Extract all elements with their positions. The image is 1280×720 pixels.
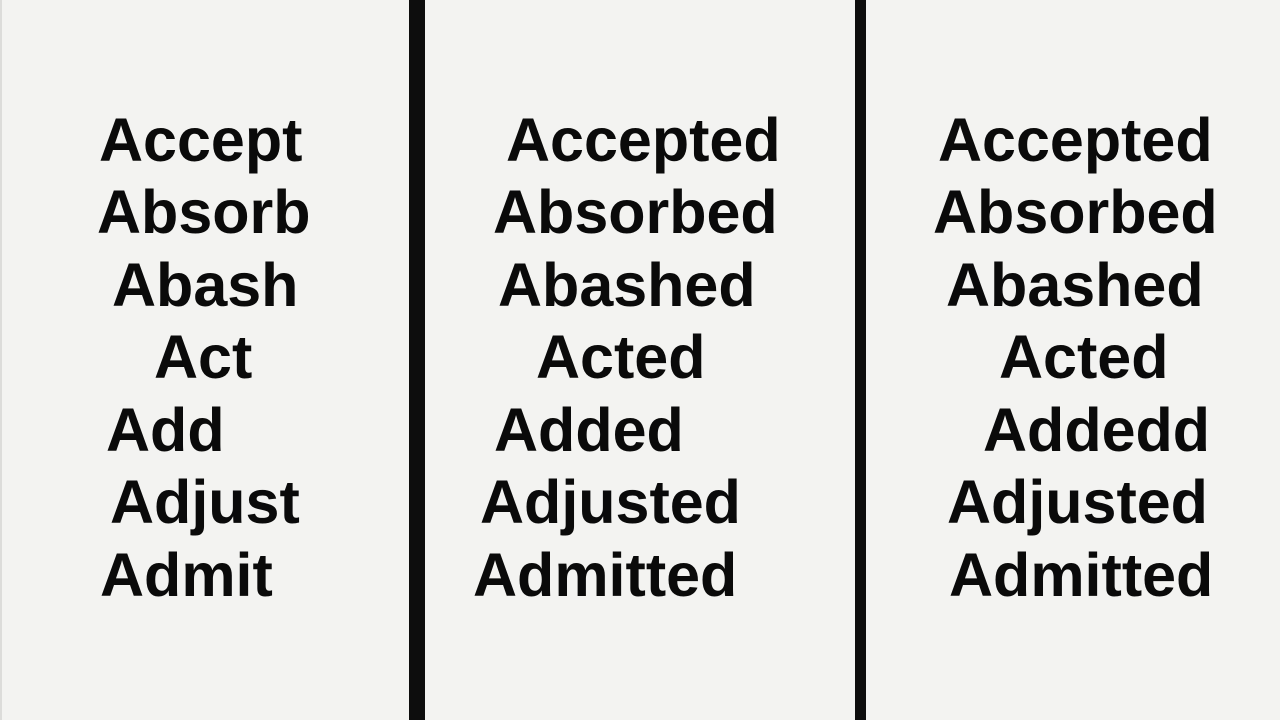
word-admitted: Admitted: [949, 541, 1214, 609]
word-admitted: Admitted: [473, 541, 738, 609]
word-acted: Acted: [999, 323, 1169, 391]
word-absorbed: Absorbed: [933, 178, 1218, 246]
word-add: Add: [106, 396, 225, 464]
word-absorb: Absorb: [97, 178, 311, 246]
word-adjusted: Adjusted: [480, 468, 741, 536]
past-participle-column: Accepted Absorbed Abashed Acted Addedd A…: [866, 0, 1280, 720]
word-act: Act: [154, 323, 253, 391]
word-abash: Abash: [112, 251, 299, 319]
word-accepted: Accepted: [938, 106, 1213, 174]
base-form-column: Accept Absorb Abash Act Add Adjust Admit: [0, 0, 409, 720]
word-acted: Acted: [536, 323, 706, 391]
word-admit: Admit: [100, 541, 273, 609]
column-divider-2: [855, 0, 866, 720]
word-abashed: Abashed: [946, 251, 1204, 319]
column-divider-1: [409, 0, 425, 720]
word-addedd: Addedd: [983, 396, 1211, 464]
word-adjusted: Adjusted: [947, 468, 1208, 536]
word-abashed: Abashed: [498, 251, 756, 319]
word-accepted: Accepted: [506, 106, 781, 174]
word-accept: Accept: [99, 106, 303, 174]
word-adjust: Adjust: [110, 468, 300, 536]
past-form-column: Accepted Absorbed Abashed Acted Added Ad…: [425, 0, 855, 720]
word-absorbed: Absorbed: [493, 178, 778, 246]
left-edge-line: [0, 0, 2, 720]
word-added: Added: [494, 396, 684, 464]
